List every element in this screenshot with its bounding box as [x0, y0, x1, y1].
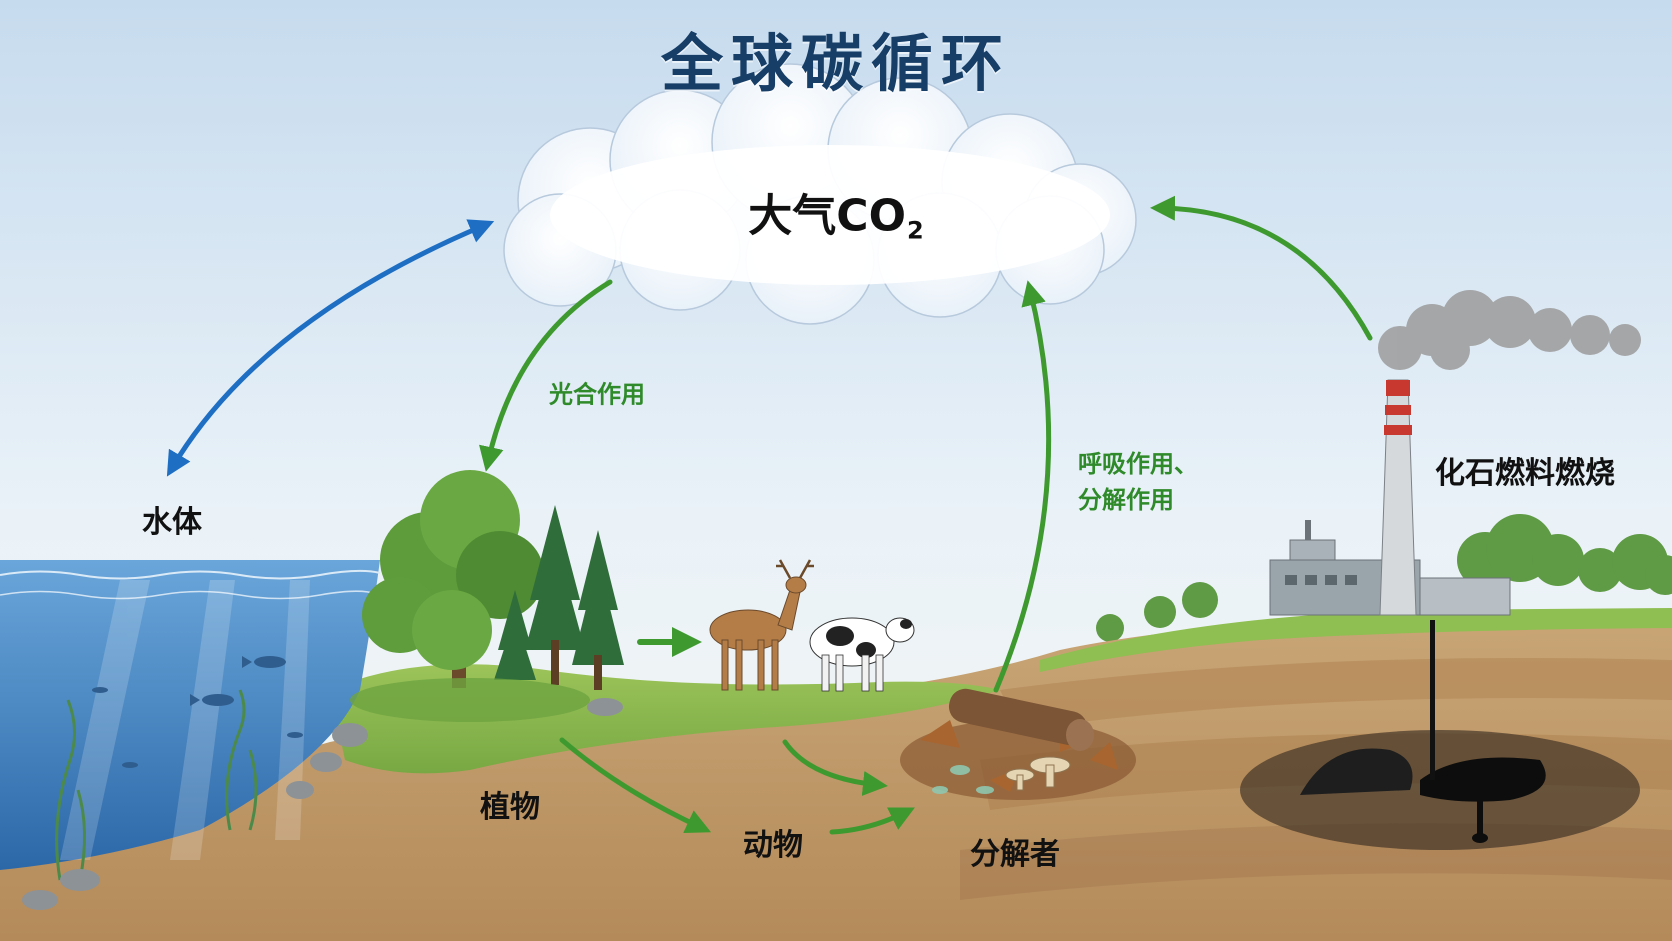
- process-respiration-line1: 呼吸作用、: [1078, 450, 1198, 478]
- ocean: [0, 560, 380, 870]
- page-title: 全球碳循环: [660, 27, 1012, 100]
- distant-trees: [1096, 514, 1672, 642]
- process-respiration-decomposition: 呼吸作用、 分解作用: [1078, 446, 1198, 518]
- node-water: 水体: [142, 505, 202, 540]
- node-decomposers: 分解者: [970, 837, 1060, 872]
- process-respiration-line2: 分解作用: [1078, 486, 1174, 514]
- arrow-fossil-combustion: [1150, 195, 1373, 341]
- arrow-plants-decomposers: [559, 737, 712, 834]
- arrow-photosynthesis: [479, 279, 613, 472]
- fossil-fuel-deposit: [1240, 620, 1640, 850]
- node-animals: 动物: [743, 828, 803, 863]
- arrow-animals-decomposers-2: [829, 807, 915, 835]
- arrow-respiration: [993, 280, 1052, 693]
- fish: [92, 656, 303, 768]
- arrow-animals-decomposers-1: [782, 739, 888, 796]
- cow: [809, 617, 915, 692]
- node-plants: 植物: [480, 790, 540, 825]
- arrow-atmosphere-water: [166, 219, 495, 477]
- forest: [350, 470, 624, 722]
- decomposer-pile: [900, 688, 1136, 800]
- atmosphere-co2-subscript: 2: [907, 216, 924, 245]
- atmosphere-co2-label: 大气CO2: [748, 180, 923, 245]
- flow-arrows: [166, 195, 1373, 835]
- node-fossil-fuel-combustion: 化石燃料燃烧: [1435, 456, 1615, 491]
- process-photosynthesis: 光合作用: [549, 380, 645, 409]
- shore-rocks: [22, 698, 623, 910]
- atmosphere-co2-main: 大气CO: [748, 190, 906, 242]
- deer: [709, 559, 814, 691]
- factory: [1269, 290, 1641, 616]
